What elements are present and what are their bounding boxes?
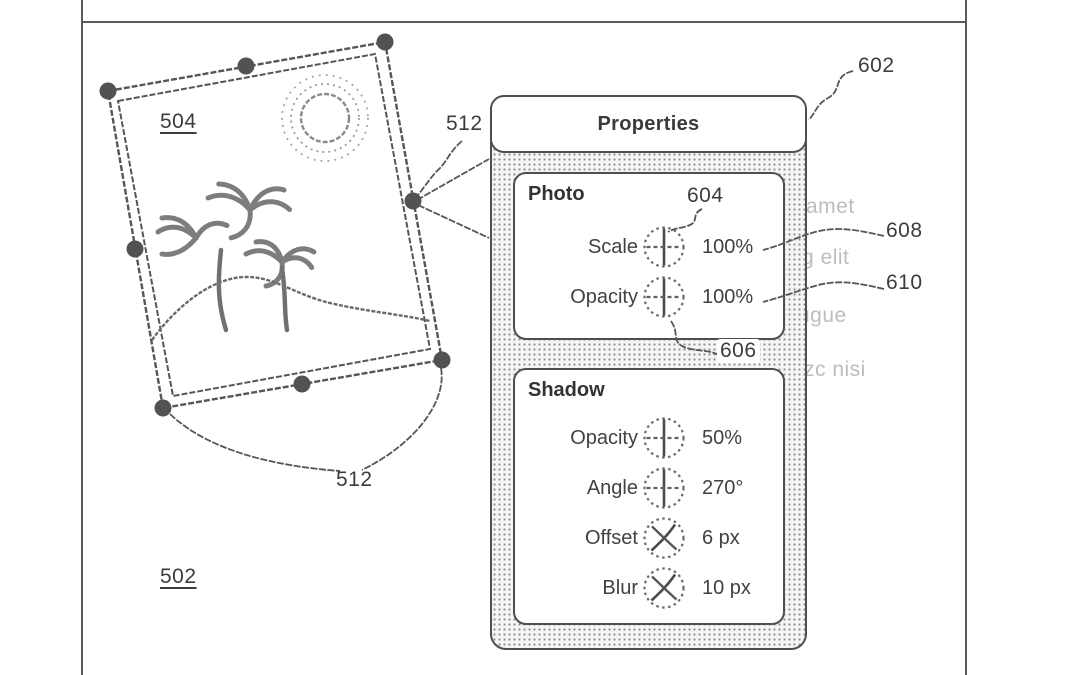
photo-opacity-value: 100% — [702, 285, 754, 308]
cross-dial-icon — [643, 517, 685, 559]
photo-opacity-row: Opacity 100% — [515, 272, 783, 322]
shadow-offset-label: Offset — [585, 526, 638, 549]
shadow-offset-value: 6 px — [702, 526, 740, 549]
selected-photo-frame — [106, 40, 444, 410]
ref-label-608: 608 — [886, 219, 923, 242]
scale-row: Scale 100% — [515, 222, 783, 272]
sun-drawing — [281, 74, 369, 162]
shadow-angle-label: Angle — [586, 476, 638, 499]
shadow-angle-row: Angle 270° — [515, 463, 783, 513]
plus-dial-icon — [643, 226, 685, 268]
properties-panel: Properties Photo Scale 100% Opacity — [490, 95, 807, 650]
shadow-blur-value: 10 px — [702, 576, 751, 599]
shadow-section-title: Shadow — [528, 379, 605, 401]
shadow-angle-value: 270° — [702, 476, 744, 499]
photo-section-title: Photo — [528, 183, 585, 205]
ref-label-512-top: 512 — [446, 112, 483, 135]
leader-handle-to-panel-lower — [417, 204, 490, 239]
page-border-left — [81, 0, 83, 675]
leader-handle-to-panel-upper — [416, 158, 490, 201]
leader-512-top — [416, 140, 463, 197]
leader-512-bottom-left — [169, 413, 341, 472]
leader-512-bottom-right — [361, 367, 443, 471]
ref-label-606: 606 — [717, 339, 760, 363]
faded-text-fragment: amet — [806, 195, 855, 218]
hill-drawing — [151, 275, 431, 341]
plus-dial-icon — [643, 467, 685, 509]
shadow-blur-label: Blur — [602, 576, 638, 599]
ref-label-602: 602 — [858, 54, 895, 77]
shadow-opacity-label: Opacity — [570, 426, 638, 449]
shadow-opacity-value: 50% — [702, 426, 743, 449]
cross-dial-icon — [643, 567, 685, 609]
photo-section: Photo Scale 100% Opacity — [513, 172, 785, 340]
faded-text-fragment: ugue — [798, 304, 847, 327]
faded-text-fragment: zc nisi — [804, 358, 866, 381]
shadow-section: Shadow Opacity 50% Angle — [513, 368, 785, 625]
scale-value: 100% — [702, 235, 754, 258]
ref-label-604: 604 — [687, 184, 724, 207]
leader-602 — [808, 70, 854, 121]
faded-text-fragment: g elit — [802, 246, 850, 269]
scale-label: Scale — [587, 235, 638, 258]
plus-dial-icon — [643, 276, 685, 318]
ref-label-504: 504 — [160, 110, 197, 133]
plus-dial-icon — [643, 417, 685, 459]
page-border-top — [82, 21, 966, 23]
ref-label-512-bottom: 512 — [336, 468, 373, 491]
selection-handles — [99, 33, 451, 417]
photo-opacity-label: Opacity — [570, 285, 638, 308]
shadow-opacity-row: Opacity 50% — [515, 413, 783, 463]
shadow-blur-row: Blur 10 px — [515, 563, 783, 613]
shadow-offset-row: Offset 6 px — [515, 513, 783, 563]
ref-label-502: 502 — [160, 565, 197, 588]
palm-trees-drawing — [155, 181, 317, 333]
ref-label-610: 610 — [886, 271, 923, 294]
properties-panel-header: Properties — [490, 95, 807, 153]
page-border-right — [965, 0, 967, 675]
properties-panel-title: Properties — [597, 112, 700, 135]
